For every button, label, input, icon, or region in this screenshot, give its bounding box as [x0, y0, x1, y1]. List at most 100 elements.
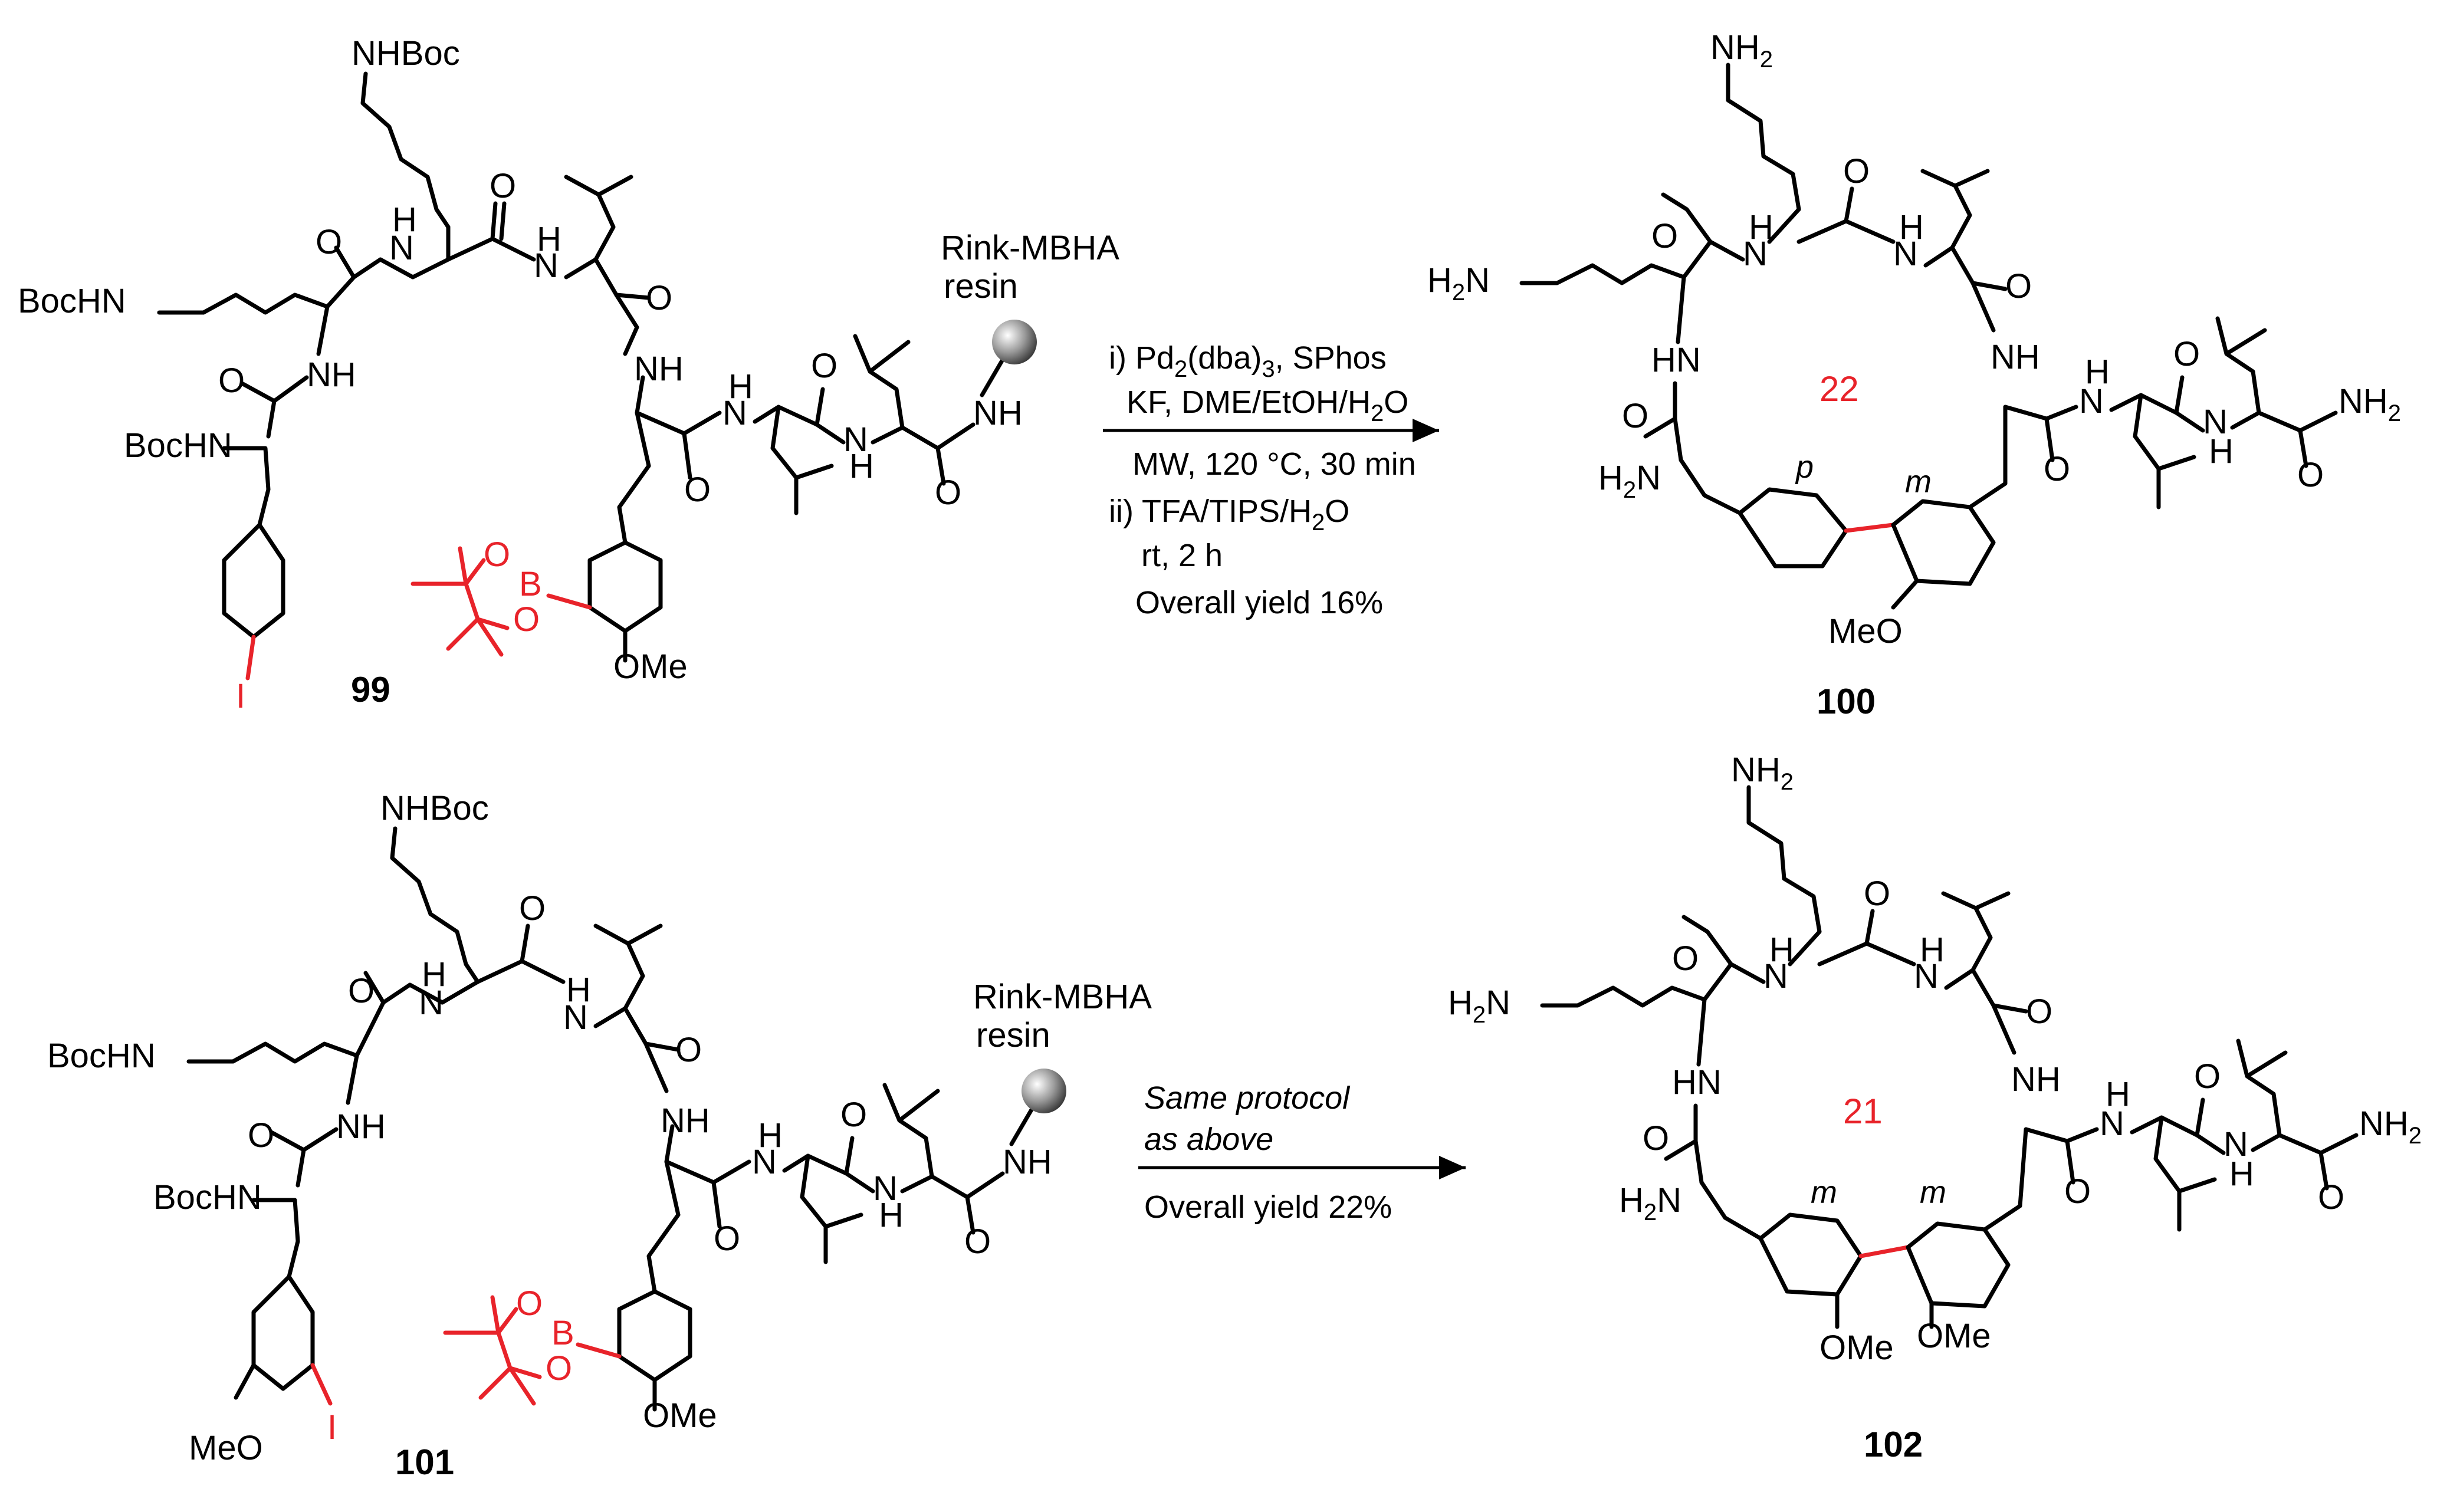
bond-lys-top [1726, 63, 1801, 212]
atom-meo: MeO [1828, 612, 1903, 650]
atom-o: O [935, 474, 961, 512]
atom-h: H [1899, 208, 1924, 246]
bond-backbone [1788, 929, 1822, 967]
bond-leu-top [1941, 891, 2011, 990]
bond-leu-side [2215, 316, 2267, 415]
atom-nhboc: NHBoc [380, 789, 489, 827]
bond-leu-side [800, 1153, 863, 1264]
bond-aryl-ring [251, 1274, 315, 1391]
bond-backbone-5 [614, 292, 639, 356]
atom-h2n: H2N [1619, 1181, 1681, 1225]
atom-o: O [675, 1031, 702, 1069]
atom-n: N [752, 1143, 777, 1181]
bond-phe-chain [1679, 458, 1742, 515]
bond-backbone [900, 1174, 976, 1235]
atom-i: I [327, 1408, 337, 1447]
atom-o: O [1864, 875, 1890, 913]
atom-ome: OMe [1917, 1317, 1991, 1355]
bond-backbone [354, 1000, 386, 1058]
bond-backbone [520, 959, 566, 984]
atom-n: N [389, 229, 414, 267]
atom-ome: OMe [643, 1396, 717, 1435]
bond-carbonyl [1817, 909, 1875, 967]
atom-h: H [2106, 1075, 2130, 1113]
bond-c-i [310, 1363, 333, 1406]
bond-tyr-chain [1968, 405, 2008, 510]
atom-nh2: NH2 [1710, 28, 1773, 73]
bond-backbone [440, 979, 480, 1005]
atom-bochn: BocHN [18, 282, 126, 320]
atom-o: O [516, 1284, 543, 1323]
atom-nh: NH [661, 1102, 710, 1140]
resin-label-1: Rink-MBHA [941, 229, 1119, 267]
resin-label-1: Rink-MBHA [973, 978, 1152, 1016]
bond-biaryl [1844, 522, 1896, 533]
cond-yield-bottom: Overall yield 22% [1144, 1189, 1392, 1225]
atom-n: N [722, 394, 747, 432]
atom-o: O [2194, 1057, 2221, 1096]
atom-o: O [513, 600, 540, 639]
bond-backbone [1664, 1103, 1698, 1161]
atom-h: H [566, 971, 591, 1009]
bond-lys-left [186, 1041, 359, 1064]
atom-nh: NH [1003, 1143, 1052, 1181]
bond-carbonyl-right [682, 431, 692, 480]
atom-o: O [840, 1096, 867, 1134]
bond-c-ome [234, 1363, 256, 1400]
bond-carbonyl-2 [499, 201, 507, 241]
bond-backbone [965, 1171, 1005, 1199]
atom-h: H [392, 200, 417, 239]
atom-h2n: H2N [1448, 984, 1510, 1028]
compound-102-structure: NH2 N H O N H O NH O H2N HN O H2N m OMe … [1448, 751, 2422, 1464]
atom-nh2: NH2 [2359, 1105, 2422, 1149]
cond-step2: ii) TFA/TIPS/H2O [1109, 494, 1349, 535]
cond-yield-top: Overall yield 16% [1135, 585, 1383, 620]
atom-n: N [1893, 235, 1918, 273]
atom-o: O [2318, 1178, 2344, 1217]
bond-para-ring [1738, 487, 1848, 568]
bond-backbone-7 [325, 275, 356, 309]
atom-h2n: H2N [1427, 261, 1490, 305]
atom-o: O [2297, 456, 2324, 494]
resin-label-2: resin [944, 267, 1018, 305]
bond-backbone [1864, 941, 1916, 967]
bond-backbone [2230, 410, 2308, 468]
atom-h: H [879, 1196, 904, 1234]
bond-meta-ring-right [1906, 1221, 2011, 1309]
bond-phenyl-ring [222, 522, 285, 639]
bond-backbone [295, 1148, 306, 1188]
resin-bead-icon [992, 320, 1037, 364]
compound-101-structure: NHBoc N H O N H O NH O BocHN NH O BocHN … [47, 789, 1152, 1482]
compound-100-structure: NH2 N H O N H O NH O H2N HN O H2N p m Me [1427, 28, 2401, 721]
bond-c-b [546, 593, 592, 610]
atom-o: O [519, 889, 546, 928]
atom-h: H [849, 447, 874, 485]
atom-n: N [2100, 1105, 2124, 1143]
bond-backbone [844, 1171, 875, 1194]
bond-lys-sidechain-2 [157, 292, 330, 315]
bond-backbone-14 [871, 425, 946, 486]
bond-carbonyl [2065, 1139, 2075, 1185]
bond-backbone [2024, 1127, 2099, 1143]
atom-nhboc-top: NHBoc [352, 34, 460, 73]
compound-label-100: 100 [1817, 682, 1876, 721]
atom-h2n: H2N [1598, 459, 1661, 503]
bond-backbone [346, 1053, 359, 1105]
bond-carbonyl [1796, 186, 1854, 244]
atom-b: B [519, 565, 542, 603]
bond-backbone [1991, 1003, 2016, 1055]
bond-tyr-chain [617, 464, 651, 545]
bond-leu-side [593, 923, 663, 1028]
atom-bochn: BocHN [124, 426, 232, 465]
bond-carbonyl [2044, 416, 2055, 462]
bond-leu-sidechain [564, 175, 633, 280]
bond-backbone [2318, 1133, 2359, 1155]
atom-b: B [551, 1314, 574, 1352]
ring-size-102: 21 [1843, 1092, 1883, 1131]
bond-backbone [623, 1006, 681, 1052]
atom-nh2: NH2 [2339, 382, 2401, 426]
atom-o: O [348, 972, 375, 1010]
bond-backbone-15 [935, 422, 976, 451]
bond-carbonyl [475, 923, 530, 984]
